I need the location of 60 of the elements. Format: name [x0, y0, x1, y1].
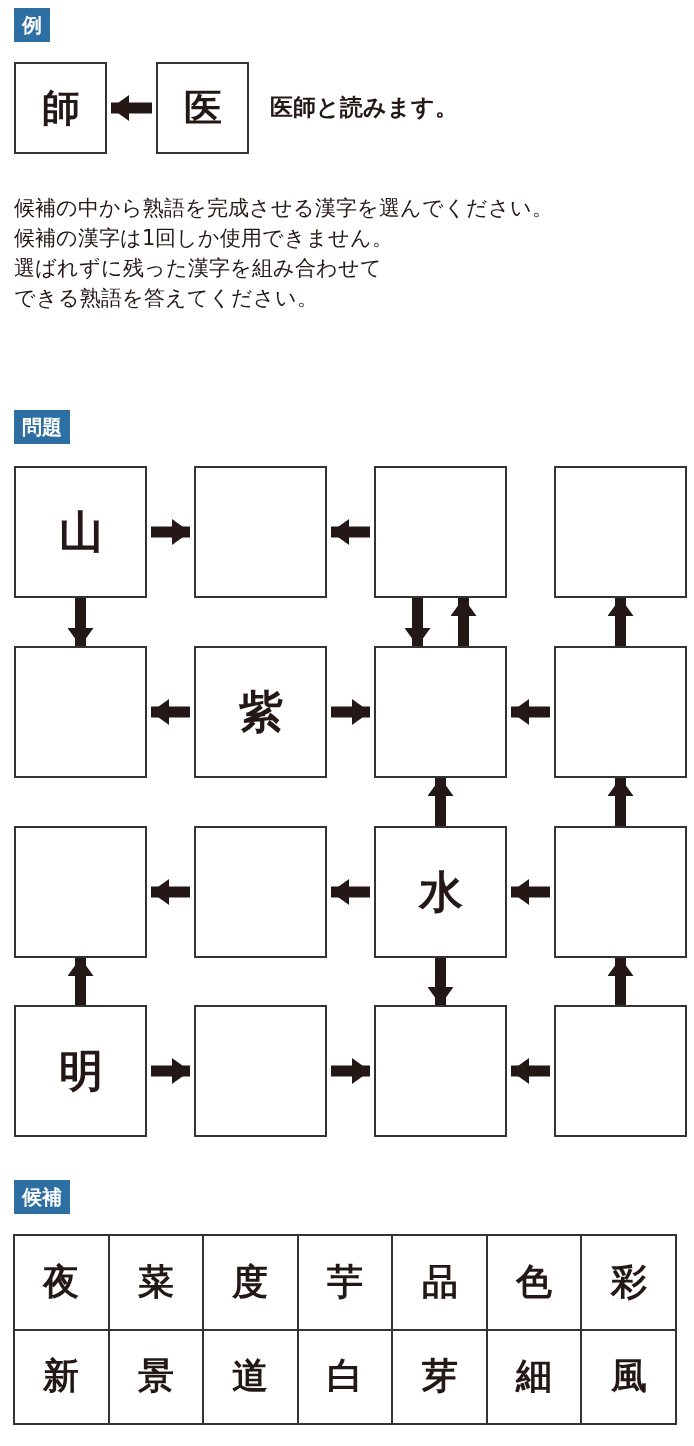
arrow [511, 699, 550, 725]
kanji-box: 医 [156, 62, 249, 154]
answer-box [554, 646, 687, 778]
answer-box [374, 466, 507, 598]
arrow [607, 778, 634, 826]
arrow [511, 879, 550, 905]
candidate-cell: 白 [297, 1329, 393, 1424]
answer-box [194, 826, 327, 958]
instruction-text: 選ばれずに残った漢字を組み合わせてできる熟語を答えてください。 [14, 255, 383, 312]
answer-box [14, 826, 147, 958]
candidate-cell: 度 [203, 1235, 298, 1330]
arrow [607, 958, 634, 1005]
candidate-cell: 芽 [392, 1329, 487, 1424]
arrow [450, 598, 477, 646]
candidate-cell: 色 [486, 1235, 582, 1330]
arrow [331, 879, 370, 905]
answer-box [374, 646, 507, 778]
answer-box [14, 646, 147, 778]
kanji-box: 明 [14, 1005, 147, 1137]
instruction-text: 候補の漢字は1回しか使用できません。 [14, 225, 394, 252]
candidate-cell: 新 [14, 1329, 109, 1424]
candidate-cell: 夜 [14, 1235, 109, 1330]
arrow [427, 778, 454, 826]
section-tag: 問題 [14, 410, 70, 444]
instruction-text: 候補の中から熟語を完成させる漢字を選んでください。 [14, 195, 553, 222]
arrow [111, 95, 152, 121]
section-tag: 例 [14, 8, 50, 42]
candidate-cell: 景 [108, 1329, 204, 1424]
arrow [607, 598, 634, 646]
candidate-cell: 細 [486, 1329, 582, 1424]
arrow [331, 1058, 370, 1084]
candidate-cell: 菜 [108, 1235, 204, 1330]
answer-box [194, 1005, 327, 1137]
arrow [67, 598, 94, 646]
answer-box [374, 1005, 507, 1137]
kanji-box: 水 [374, 826, 507, 958]
answer-box [194, 466, 327, 598]
answer-box [554, 466, 687, 598]
arrow [151, 519, 190, 545]
candidate-cell: 風 [581, 1329, 676, 1424]
arrow [151, 1058, 190, 1084]
candidate-cell: 芋 [297, 1235, 393, 1330]
candidate-cell: 道 [203, 1329, 298, 1424]
arrow [331, 699, 370, 725]
section-tag: 候補 [14, 1180, 70, 1214]
arrow [67, 958, 94, 1005]
caption-text: 医師と読みます。 [270, 93, 458, 122]
arrow [427, 958, 454, 1005]
kanji-box: 紫 [194, 646, 327, 778]
kanji-box: 師 [14, 62, 107, 154]
arrow [151, 879, 190, 905]
arrow [331, 519, 370, 545]
answer-box [554, 826, 687, 958]
arrow [511, 1058, 550, 1084]
arrow [404, 598, 431, 646]
kanji-box: 山 [14, 466, 147, 598]
answer-box [554, 1005, 687, 1137]
candidate-cell: 品 [392, 1235, 487, 1330]
candidate-cell: 彩 [581, 1235, 676, 1330]
arrow [151, 699, 190, 725]
